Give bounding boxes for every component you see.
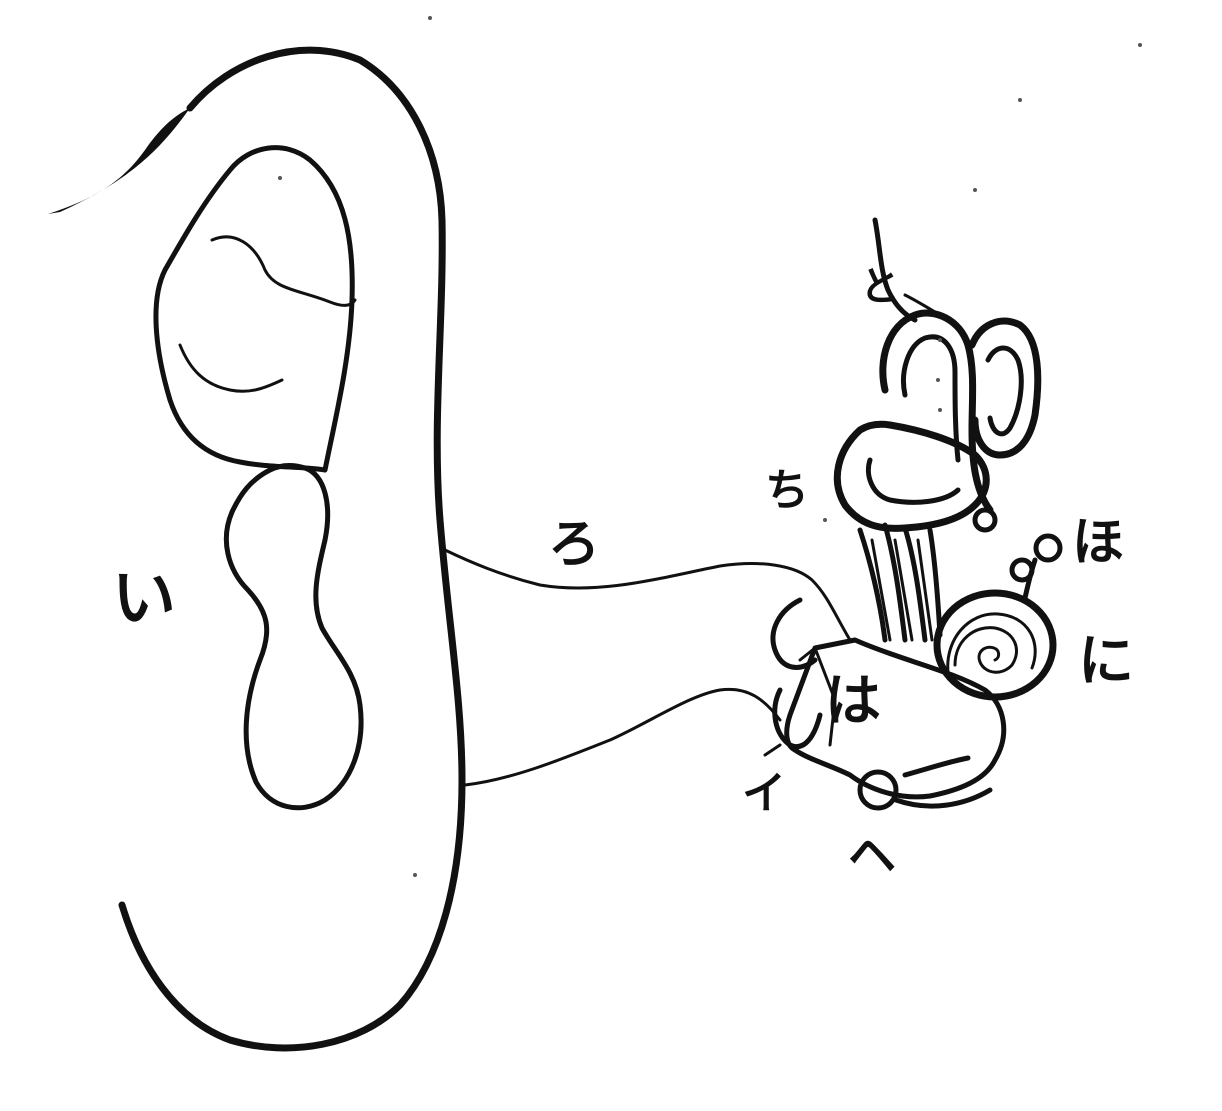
concha-bulb xyxy=(226,466,361,808)
label-chi: ち xyxy=(765,465,809,516)
label-ho-left: イ xyxy=(742,768,786,819)
label-he: ヘ xyxy=(848,828,896,884)
label-ho: ほ xyxy=(1072,512,1124,573)
nodule-1 xyxy=(1036,536,1060,560)
inner-ear xyxy=(428,16,1142,697)
tympanic-membrane xyxy=(773,600,815,667)
label-ro: ろ xyxy=(548,514,600,575)
helix-tip xyxy=(48,108,190,214)
nodule-3 xyxy=(975,510,995,530)
canal-upper-wall xyxy=(445,550,850,640)
label-ni: に xyxy=(1078,628,1134,694)
helix-rim xyxy=(122,50,462,1048)
pointer-tick xyxy=(765,745,780,755)
outer-ear xyxy=(48,50,462,1048)
label-i: い xyxy=(112,561,176,636)
fossa-line xyxy=(212,237,355,305)
antihelix xyxy=(156,148,352,470)
canal-lower-wall xyxy=(465,689,780,785)
canal-lateral-inner xyxy=(868,460,958,502)
crus-line xyxy=(180,345,282,391)
label-to: と xyxy=(860,263,900,310)
tube-upper xyxy=(905,758,968,775)
label-ha: は xyxy=(825,668,881,734)
canal-lateral xyxy=(837,424,986,528)
canal-loop-inner xyxy=(988,348,1021,434)
cochlea-spiral xyxy=(955,628,1017,673)
nerve-top-branch xyxy=(905,295,935,312)
